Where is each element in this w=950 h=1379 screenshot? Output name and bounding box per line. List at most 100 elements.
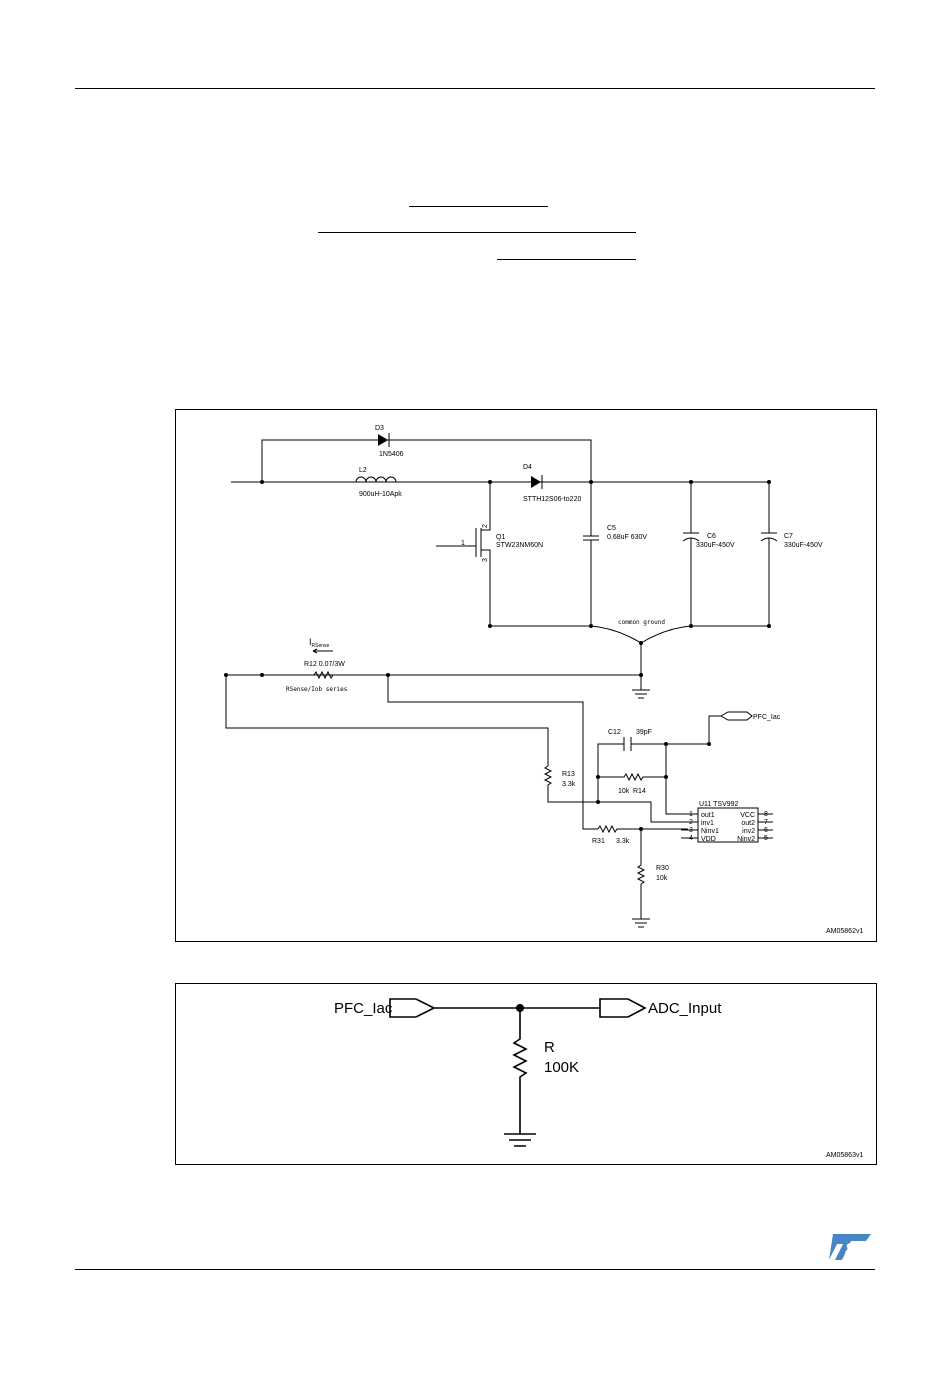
ground-icon [632,918,650,928]
c7-value: 330uF-450V [784,542,823,549]
q1-pin1: 1 [461,540,465,547]
ic-pin-name: VCC [740,812,755,819]
adc-input-svg: PFC_Iac ADC_Input R 100K AM05863v1 [334,998,863,1159]
ground-rail [490,625,769,644]
junction-dot [260,480,264,484]
capacitor-c12 [623,737,632,751]
figure-adc-input: PFC_Iac ADC_Input R 100K AM05863v1 [175,983,877,1165]
r14-value: 10k [618,788,630,795]
inductor-l2 [355,476,397,483]
adc-input-port [599,998,647,1018]
c12-value: 39pF [636,729,652,736]
ic-pin-number: 6 [764,827,768,834]
d4-value: STTH12S06-to220 [523,496,581,503]
rsense-series-label: RSense/Iob series [286,686,348,693]
d3-ref: D3 [375,425,384,432]
junction-dot [639,641,643,645]
ic-pin-number: 3 [689,827,693,834]
ic-pin-number: 1 [689,811,693,818]
ic-left-pins [681,813,698,839]
r14-ref: R14 [633,788,646,795]
pfc-iac-port [389,998,436,1018]
figure2-ref: AM05863v1 [826,1152,863,1159]
ic-pin-name: out2 [741,820,755,827]
ic-pin-name: inv2 [742,828,755,835]
junction-dot [689,480,693,484]
q1-ref: Q1 [496,534,505,541]
junction-dot [767,624,771,628]
ic-pin-number: 8 [764,811,768,818]
pfc-iac-port-label: PFC_Iac [334,1000,393,1017]
r30-ref: R30 [656,865,669,872]
junction-dot [639,673,643,677]
bypass-wire [261,439,592,482]
junction-dots [224,480,771,831]
r30-value: 10k [656,875,668,882]
q1-value: STW23NM60N [496,542,543,549]
r13-value: 3.3k [562,781,576,788]
resistor-r14 [598,744,688,815]
capacitor-c5 [583,482,599,626]
junction-dot [664,775,668,779]
c5-value: 0.68uF 630V [607,534,647,541]
ic-pin-name: Ninv2 [737,836,755,843]
l2-ref: L2 [359,467,367,474]
footer-rule [75,1269,875,1270]
figure1-ref: AM05862v1 [826,928,863,935]
resistor-r [512,1008,528,1134]
r-ref: R [544,1039,555,1056]
c12-feedback-wire [597,715,721,802]
junction-dot [224,673,228,677]
l2-value: 900uH-10Apk [359,491,402,498]
ic-title: U11 TSV992 [699,801,739,808]
q1-drain-wire [481,482,491,531]
capacitor-c7 [760,482,778,626]
st-logo-icon: ST [829,1234,871,1260]
d4-ref: D4 [523,464,532,471]
pfc-schematic-svg: D3 1N5406 L2 900uH-10Apk D4 STTH12S06-to… [224,425,863,935]
junction-dot [664,742,668,746]
current-arrow-icon [312,648,333,654]
d3-value: 1N5406 [379,451,404,458]
c5-ref: C5 [607,525,616,532]
capacitor-c6 [682,482,700,626]
junction-dot [488,480,492,484]
ic-right-pins [758,813,773,839]
r31-ref: R31 [592,838,605,845]
r31-feed-wire [387,675,598,830]
c6-value: 330uF-450V [696,542,735,549]
junction-dot [488,624,492,628]
junction-dot [589,480,593,484]
header-rule [75,88,875,89]
ic-pin-name: out1 [701,812,715,819]
junction-dot [596,800,600,804]
equation-line [318,232,636,233]
resistor-r13 [543,765,688,823]
junction-dot [260,673,264,677]
ic-pin-number: 4 [689,835,693,842]
resistor-r31 [597,824,688,834]
junction-dot [639,827,643,831]
junction-dot [386,673,390,677]
r-value: 100K [544,1059,579,1076]
resistor-r12 [313,670,334,680]
junction-dot [707,742,711,746]
pfc-iac-label: PFC_Iac [753,714,781,721]
ic-pin-name: Ninv1 [701,828,719,835]
pfc-iac-flag [719,711,753,721]
junction-dot [589,624,593,628]
junction-dot [689,624,693,628]
junction-dot [596,775,600,779]
junction-dot [767,480,771,484]
ic-pin-name: inv1 [701,820,714,827]
adc-input-port-label: ADC_Input [648,1000,722,1017]
c6-ref: C6 [707,533,716,540]
mosfet-q1 [475,528,491,626]
st-logo-text: ST [845,1241,867,1258]
r13-feed-wire [225,675,549,766]
common-ground-label: common ground [618,619,665,626]
equation-line [409,206,548,207]
r13-ref: R13 [562,771,575,778]
resistor-r30 [636,829,646,919]
diode-d4 [531,475,543,489]
